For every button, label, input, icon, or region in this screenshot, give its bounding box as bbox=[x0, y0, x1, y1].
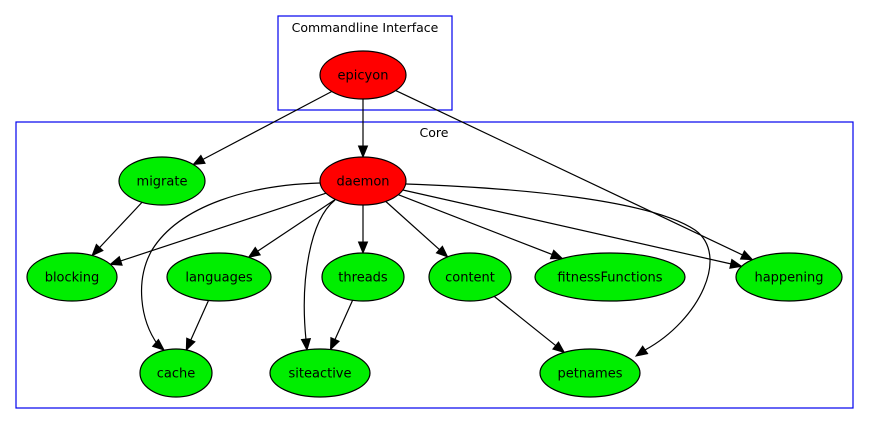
node-fitnessFunctions-shape bbox=[534, 252, 686, 302]
edge-line bbox=[398, 194, 553, 256]
edge-line bbox=[395, 89, 743, 256]
node-epicyon-shape bbox=[319, 50, 407, 100]
cluster-core-border bbox=[15, 121, 854, 409]
arrowhead bbox=[300, 338, 312, 352]
edge-daemon-to-blocking bbox=[109, 192, 327, 266]
edges-layer bbox=[91, 89, 754, 357]
edge-threads-to-siteactive bbox=[329, 299, 354, 351]
node-blocking: blocking bbox=[26, 252, 118, 302]
arrowhead bbox=[739, 249, 754, 261]
cluster-core-label: Core bbox=[420, 125, 449, 140]
cluster-cli: Commandline Interface bbox=[277, 15, 453, 111]
node-cache-shape bbox=[139, 348, 213, 398]
edge-epicyon-to-migrate bbox=[192, 90, 333, 166]
arrowhead bbox=[357, 145, 369, 159]
node-content-label: content bbox=[445, 271, 495, 286]
node-cache: cache bbox=[139, 348, 213, 398]
edge-daemon-to-cache bbox=[141, 182, 321, 351]
edge-daemon-to-content bbox=[385, 200, 449, 258]
node-languages-label: languages bbox=[185, 271, 253, 286]
node-migrate: migrate bbox=[118, 156, 206, 206]
edge-line bbox=[402, 189, 731, 265]
node-siteactive: siteactive bbox=[269, 348, 371, 398]
edge-daemon-to-languages bbox=[247, 198, 336, 258]
node-threads: threads bbox=[321, 252, 405, 302]
node-siteactive-shape bbox=[269, 348, 371, 398]
edge-daemon-to-siteactive bbox=[300, 199, 336, 352]
node-petnames-label: petnames bbox=[558, 367, 623, 382]
cluster-cli-border bbox=[277, 15, 453, 111]
edge-line bbox=[405, 183, 711, 351]
edge-content-to-petnames bbox=[493, 295, 566, 354]
edge-languages-to-cache bbox=[185, 300, 210, 352]
edge-line bbox=[120, 192, 327, 262]
node-petnames: petnames bbox=[539, 348, 641, 398]
node-happening-label: happening bbox=[754, 271, 823, 286]
cluster-core: Core bbox=[15, 121, 854, 409]
arrowhead bbox=[552, 341, 566, 354]
node-daemon-shape bbox=[319, 156, 407, 206]
edge-line bbox=[202, 90, 333, 160]
arrowhead bbox=[357, 241, 369, 255]
arrowhead bbox=[151, 338, 166, 351]
node-content-shape bbox=[428, 252, 512, 302]
edge-daemon-to-threads bbox=[357, 205, 369, 255]
node-epicyon-label: epicyon bbox=[338, 69, 389, 84]
node-daemon-label: daemon bbox=[336, 175, 389, 190]
arrowhead bbox=[109, 255, 123, 266]
node-fitnessFunctions: fitnessFunctions bbox=[534, 252, 686, 302]
edge-line bbox=[303, 199, 336, 341]
edge-daemon-to-happening bbox=[402, 189, 743, 269]
edge-line bbox=[493, 295, 557, 347]
arrowhead bbox=[634, 345, 649, 357]
node-threads-shape bbox=[321, 252, 405, 302]
node-siteactive-label: siteactive bbox=[289, 367, 352, 382]
node-epicyon: epicyon bbox=[319, 50, 407, 100]
node-threads-label: threads bbox=[338, 271, 388, 286]
cluster-cli-label: Commandline Interface bbox=[292, 20, 439, 35]
edge-line bbox=[190, 300, 210, 341]
node-languages-shape bbox=[166, 252, 272, 302]
arrowhead bbox=[729, 258, 743, 269]
edge-line bbox=[99, 201, 143, 248]
node-languages: languages bbox=[166, 252, 272, 302]
nodes-layer: epicyon migrate daemon blocking languages thr… bbox=[26, 50, 843, 398]
arrowhead bbox=[247, 246, 262, 258]
node-happening: happening bbox=[735, 252, 843, 302]
arrowhead bbox=[185, 337, 196, 352]
arrowhead bbox=[192, 154, 206, 166]
arrowhead bbox=[435, 245, 449, 258]
edge-line bbox=[141, 182, 321, 346]
node-blocking-shape bbox=[26, 252, 118, 302]
edge-line bbox=[334, 299, 354, 340]
node-petnames-shape bbox=[539, 348, 641, 398]
edge-migrate-to-blocking bbox=[91, 201, 143, 257]
node-content: content bbox=[428, 252, 512, 302]
node-migrate-label: migrate bbox=[137, 175, 188, 190]
node-cache-label: cache bbox=[157, 367, 196, 382]
node-daemon: daemon bbox=[319, 156, 407, 206]
edge-epicyon-to-happening bbox=[395, 89, 754, 261]
edge-daemon-to-fitnessFunctions bbox=[398, 194, 564, 260]
arrowhead bbox=[549, 249, 564, 260]
node-migrate-shape bbox=[118, 156, 206, 206]
node-fitnessFunctions-label: fitnessFunctions bbox=[557, 271, 662, 286]
edge-line bbox=[385, 200, 440, 251]
edge-daemon-to-petnames bbox=[405, 183, 711, 357]
edge-line bbox=[257, 198, 336, 252]
edge-epicyon-to-daemon bbox=[357, 99, 369, 159]
node-happening-shape bbox=[735, 252, 843, 302]
arrowhead bbox=[329, 336, 340, 351]
node-blocking-label: blocking bbox=[45, 271, 100, 286]
arrowhead bbox=[91, 243, 104, 257]
